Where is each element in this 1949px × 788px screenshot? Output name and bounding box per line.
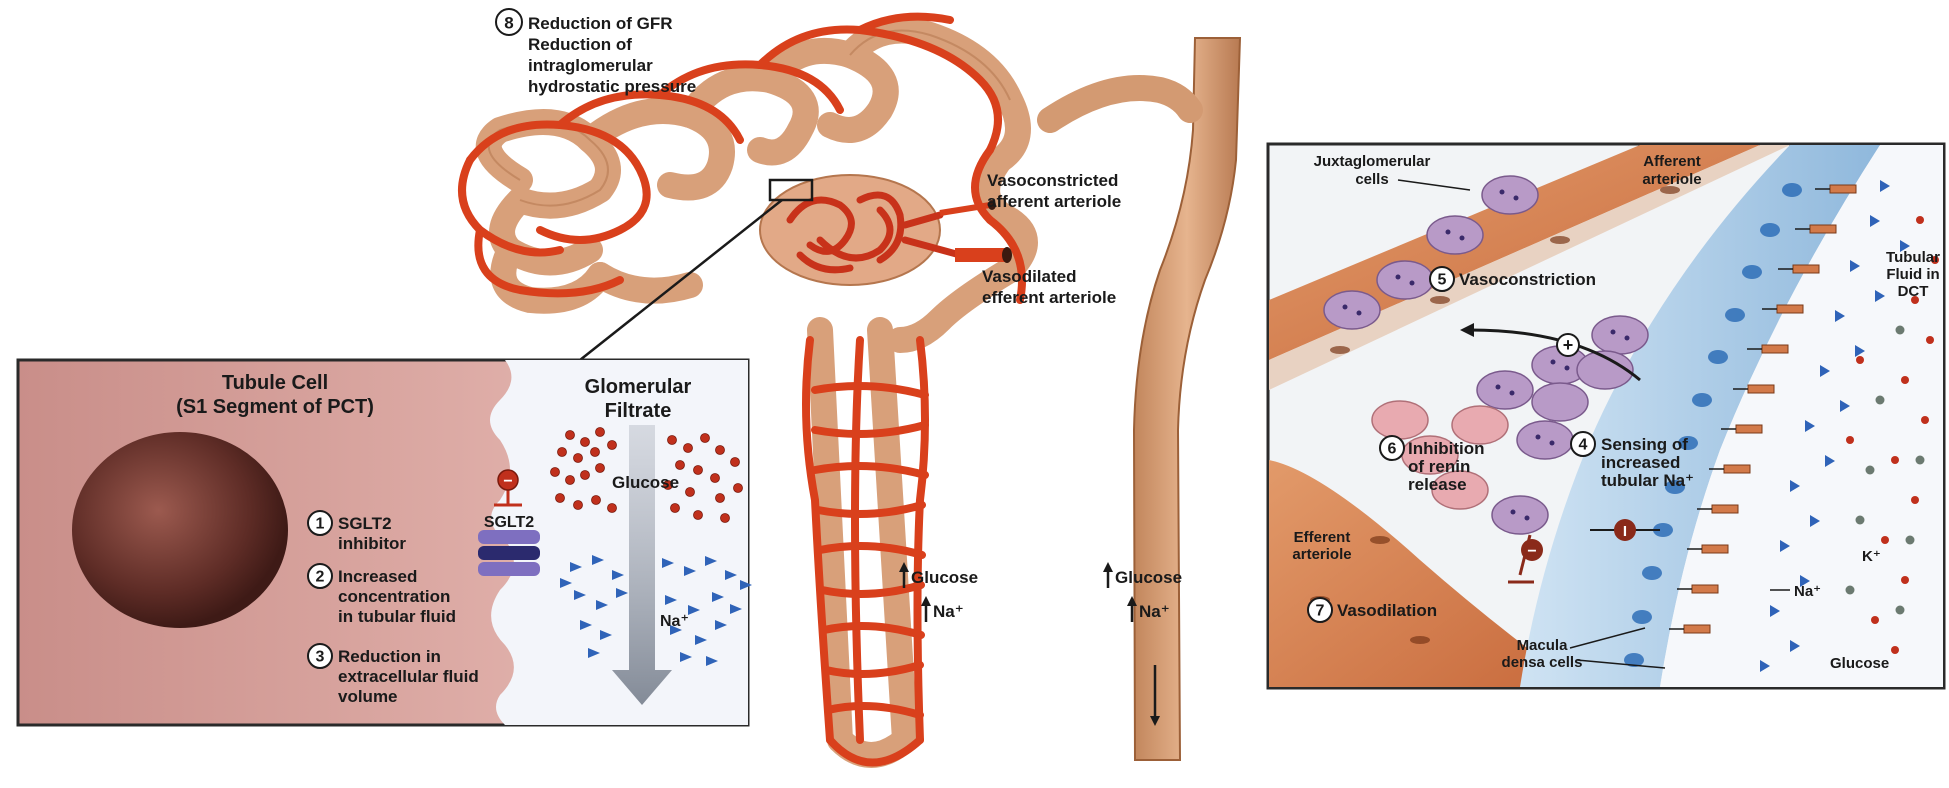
glomerulus <box>760 175 960 285</box>
filtrate-title: Glomerular <box>585 376 692 398</box>
right-inset-panel: + I − Juxtaglomerular cells Afferent art… <box>1268 144 1944 688</box>
svg-text:Reduction of GFR: Reduction of GFR <box>528 14 672 33</box>
step-8-label: 8 Reduction of GFR Reduction of intraglo… <box>496 9 696 96</box>
svg-text:Glucose: Glucose <box>911 568 978 587</box>
tubule-subtitle: (S1 Segment of PCT) <box>176 396 374 418</box>
svg-text:Vasodilated: Vasodilated <box>982 267 1076 286</box>
filtrate-subtitle: Filtrate <box>605 400 672 422</box>
svg-text:release: release <box>1408 475 1467 494</box>
collecting-duct <box>1134 38 1240 760</box>
svg-text:extracellular fluid: extracellular fluid <box>338 667 479 686</box>
inhibition-sign: − <box>1527 543 1536 560</box>
juxta-label: Juxtaglomerular <box>1314 153 1431 170</box>
svg-text:increased: increased <box>1601 453 1680 472</box>
macula-label-2: densa cells <box>1502 654 1583 671</box>
svg-text:volume: volume <box>338 687 398 706</box>
svg-text:intraglomerular: intraglomerular <box>528 56 653 75</box>
panel-glucose-label: Glucose <box>1830 655 1889 672</box>
svg-text:Inhibition: Inhibition <box>1408 439 1484 458</box>
macula-label: Macula <box>1517 637 1569 654</box>
svg-text:SGLT2: SGLT2 <box>484 514 534 531</box>
tubular-fluid-label-2: Fluid in <box>1886 266 1939 283</box>
svg-text:hydrostatic pressure: hydrostatic pressure <box>528 77 696 96</box>
svg-text:Vasodilation: Vasodilation <box>1337 601 1437 620</box>
svg-text:−: − <box>503 473 512 490</box>
svg-text:SGLT2: SGLT2 <box>338 514 392 533</box>
svg-text:6: 6 <box>1388 441 1397 458</box>
inhibition-marker: I <box>1623 523 1627 540</box>
afferent-panel-label-2: arteriole <box>1642 171 1701 188</box>
connecting-tubule <box>1050 88 1190 120</box>
tubular-fluid-label-3: DCT <box>1898 283 1929 300</box>
panel-k-label: K⁺ <box>1862 548 1881 565</box>
tubule-nucleus <box>72 432 288 628</box>
svg-text:Reduction in: Reduction in <box>338 647 441 666</box>
stimulation-sign: + <box>1563 335 1574 355</box>
svg-text:Increased: Increased <box>338 567 417 586</box>
step-7-label: 7 Vasodilation <box>1308 598 1437 622</box>
svg-text:of renin: of renin <box>1408 457 1470 476</box>
svg-text:Glucose: Glucose <box>1115 568 1182 587</box>
filtrate-glucose-label: Glucose <box>612 473 679 492</box>
svg-text:Na⁺: Na⁺ <box>933 602 964 621</box>
svg-text:tubular Na⁺: tubular Na⁺ <box>1601 471 1694 490</box>
svg-text:1: 1 <box>316 516 325 533</box>
svg-text:inhibitor: inhibitor <box>338 534 406 553</box>
svg-text:afferent arteriole: afferent arteriole <box>987 192 1121 211</box>
afferent-panel-label: Afferent <box>1643 153 1701 170</box>
svg-text:5: 5 <box>1438 272 1447 289</box>
svg-text:Sensing of: Sensing of <box>1601 435 1688 454</box>
svg-text:2: 2 <box>316 569 325 586</box>
svg-text:7: 7 <box>1316 603 1325 620</box>
svg-text:Vasoconstriction: Vasoconstriction <box>1459 270 1596 289</box>
svg-text:Reduction of: Reduction of <box>528 35 632 54</box>
efferent-panel-label-2: arteriole <box>1292 546 1351 563</box>
afferent-label: Vasoconstricted afferent arteriole <box>987 171 1121 211</box>
tubular-fluid-label: Tubular <box>1886 249 1940 266</box>
svg-text:Na⁺: Na⁺ <box>1139 602 1170 621</box>
svg-text:Vasoconstricted: Vasoconstricted <box>987 171 1118 190</box>
filtrate-na-label: Na⁺ <box>660 613 689 630</box>
left-inset-panel: Tubule Cell (S1 Segment of PCT) Glomerul… <box>18 360 752 725</box>
svg-text:efferent arteriole: efferent arteriole <box>982 288 1116 307</box>
svg-text:in tubular fluid: in tubular fluid <box>338 607 456 626</box>
panel-na-label: Na⁺ <box>1794 583 1821 600</box>
tubule-title: Tubule Cell <box>222 372 328 394</box>
svg-text:4: 4 <box>1579 437 1588 454</box>
efferent-panel-label: Efferent <box>1294 529 1351 546</box>
svg-text:3: 3 <box>316 649 325 666</box>
loop-glucose-na: Glucose Na⁺ <box>899 562 978 622</box>
svg-text:8: 8 <box>504 14 513 33</box>
svg-text:concentration: concentration <box>338 587 450 606</box>
juxta-label-2: cells <box>1355 171 1388 188</box>
